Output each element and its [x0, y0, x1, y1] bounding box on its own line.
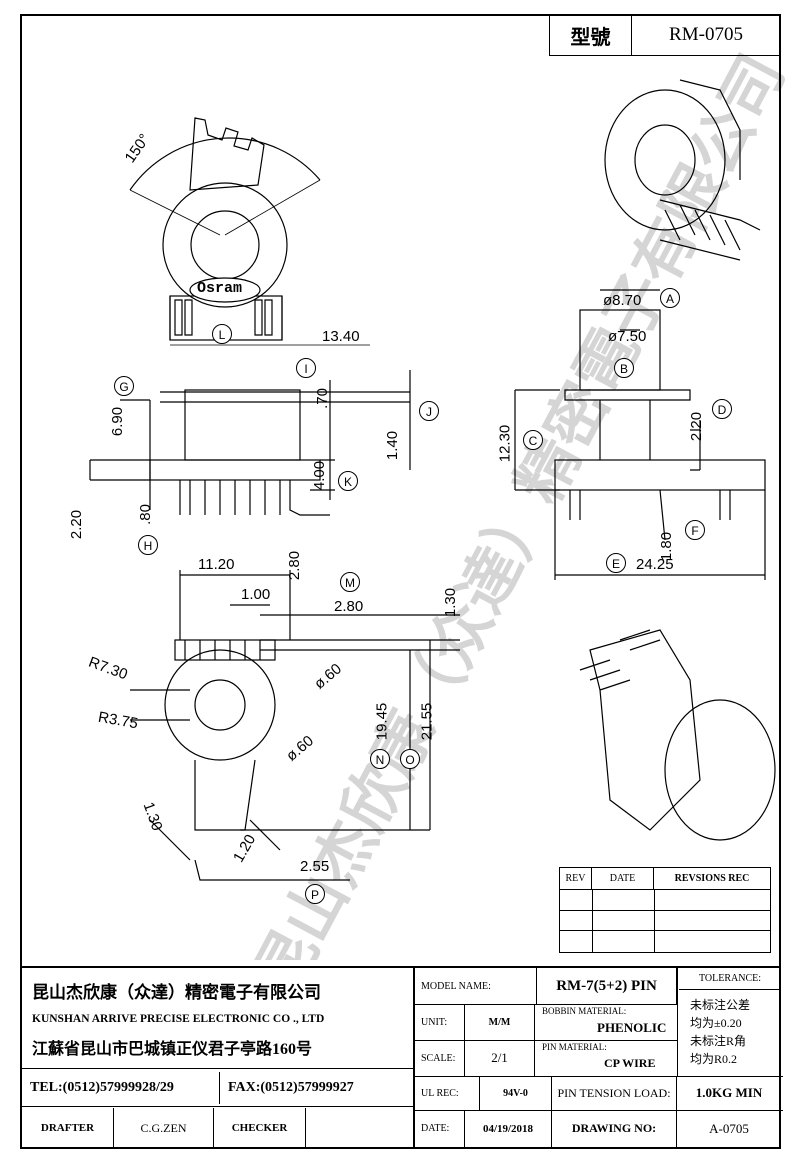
- model-value: RM-0705: [669, 24, 743, 45]
- rev-row-1: [560, 890, 770, 911]
- label-d: D: [712, 399, 732, 419]
- dim-1945: 19.45: [373, 702, 391, 741]
- company-address: 江蘇省昆山市巴城镇正仪君子亭路160号: [32, 1041, 313, 1058]
- fax: FAX:(0512)57999927: [228, 1080, 354, 1095]
- dim-1230: 12.30: [496, 424, 514, 463]
- tb-mid-line-4: [415, 1110, 783, 1111]
- drawing-no-label: DRAWING NO:: [552, 1110, 677, 1147]
- dim-1120: 11.20: [198, 556, 235, 573]
- label-e: E: [606, 553, 626, 573]
- tb-vline-main: [413, 968, 415, 1147]
- date-value: 04/19/2018: [465, 1110, 552, 1147]
- dim-70: .70: [313, 388, 331, 409]
- dim-280b: 2.80: [334, 598, 364, 615]
- side-view: [89, 370, 411, 516]
- dim-870: ø8.70: [603, 292, 642, 309]
- label-i: I: [296, 358, 316, 378]
- tb-line-1: [22, 1068, 413, 1069]
- company-en: KUNSHAN ARRIVE PRECISE ELECTRONIC CO ., …: [32, 1013, 325, 1025]
- rev-header-rev: REV: [560, 868, 592, 890]
- revisions-table: REV DATE REVSIONS REC: [559, 867, 771, 953]
- dim-100: 1.00: [241, 586, 271, 603]
- dim-2155: 21.55: [418, 702, 436, 741]
- checker-value: [306, 1108, 413, 1148]
- dim-1340: 13.40: [322, 328, 360, 345]
- label-n: N: [370, 749, 390, 769]
- drafter-label: DRAFTER: [22, 1108, 114, 1148]
- technical-drawing: 昆山杰欣康（众達）精密電子有限公司: [89, 43, 798, 960]
- tb-mid-line-3: [415, 1076, 783, 1077]
- dim-140: 1.40: [384, 430, 402, 461]
- tension-value: 1.0KG MIN: [695, 1085, 763, 1100]
- date-label: DATE:: [415, 1110, 465, 1147]
- rev-col-sep-2: [654, 890, 655, 952]
- model-label: 型號: [550, 15, 632, 55]
- model-name-label: MODEL NAME:: [415, 968, 537, 1004]
- rev-col-sep-1: [592, 890, 593, 952]
- tolerance-line-2: 均为±0.20: [690, 1016, 742, 1030]
- tb-line-2: [22, 1106, 413, 1107]
- label-j: J: [419, 401, 439, 421]
- scale-value: 2/1: [465, 1040, 535, 1076]
- front-view: [514, 289, 766, 580]
- tb-mid-line-2: [415, 1040, 677, 1041]
- title-block: 昆山杰欣康（众達）精密電子有限公司 KUNSHAN ARRIVE PRECISE…: [20, 966, 783, 1149]
- model-name-value: RM-7(5+2) PIN: [537, 968, 677, 1004]
- pin-material-value: CP WIRE: [604, 1056, 656, 1070]
- dim-130a: 1.30: [442, 587, 460, 618]
- scale-label: SCALE:: [415, 1040, 465, 1076]
- ul-value: 94V-0: [480, 1076, 552, 1110]
- tolerance-label: TOLERANCE:: [679, 968, 781, 990]
- dim-400: 4.00: [311, 460, 329, 491]
- label-o: O: [400, 749, 420, 769]
- model-header: 型號 RM-0705: [549, 14, 781, 56]
- bottom-view: [130, 570, 460, 881]
- checker-label: CHECKER: [214, 1108, 306, 1148]
- dim-220a: 2.20: [688, 411, 706, 442]
- iso-view-bottom: [579, 629, 776, 841]
- ul-label: UL REC:: [415, 1076, 480, 1110]
- dim-80: .80: [136, 504, 154, 525]
- label-f: F: [685, 520, 705, 540]
- label-g: G: [114, 376, 134, 396]
- label-l: L: [212, 324, 232, 344]
- pin-material-label: PIN MATERIAL:: [542, 1042, 607, 1052]
- watermark-text: 昆山杰欣康（众達）精密電子有限公司: [241, 43, 798, 960]
- tel: TEL:(0512)57999928/29: [30, 1072, 220, 1104]
- rev-row-2: [560, 910, 770, 931]
- label-k: K: [338, 471, 358, 491]
- label-m: M: [340, 572, 360, 592]
- drafter-value: C.G.ZEN: [114, 1108, 214, 1148]
- dim-280a: 2.80: [286, 550, 304, 581]
- dim-690: 6.90: [109, 406, 127, 437]
- rev-header-date: DATE: [592, 868, 654, 890]
- bobbin-value: PHENOLIC: [597, 1020, 667, 1035]
- label-h: H: [138, 535, 158, 555]
- tb-mid-line-1: [415, 1004, 677, 1005]
- brand-text: Osram: [197, 280, 243, 297]
- dim-220b: 2.20: [68, 509, 86, 540]
- label-a: A: [660, 288, 680, 308]
- tolerance-line-4: 均为R0.2: [690, 1052, 738, 1066]
- dim-750: ø7.50: [608, 328, 647, 345]
- unit-label: UNIT:: [415, 1004, 465, 1040]
- bobbin-label: BOBBIN MATERIAL:: [542, 1006, 627, 1016]
- iso-view-top: [604, 79, 761, 261]
- label-c: C: [523, 430, 543, 450]
- dim-255: 2.55: [300, 858, 330, 875]
- tension-label: PIN TENSION LOAD:: [552, 1076, 677, 1110]
- tolerance-line-1: 未标注公差: [690, 998, 751, 1012]
- company-cn: 昆山杰欣康（众達）精密電子有限公司: [32, 982, 321, 1002]
- watermark: 昆山杰欣康（众達）精密電子有限公司: [241, 43, 798, 960]
- label-b: B: [614, 358, 634, 378]
- label-p: P: [305, 884, 325, 904]
- tb-tol-vline: [677, 968, 678, 1076]
- drawing-no-value: A-0705: [709, 1120, 749, 1136]
- rev-header-rec: REVSIONS REC: [654, 868, 770, 890]
- unit-value: M/M: [465, 1004, 535, 1040]
- top-view: [129, 117, 370, 346]
- tolerance-line-3: 未标注R角: [690, 1034, 747, 1048]
- dim-2425: 24.25: [636, 556, 674, 573]
